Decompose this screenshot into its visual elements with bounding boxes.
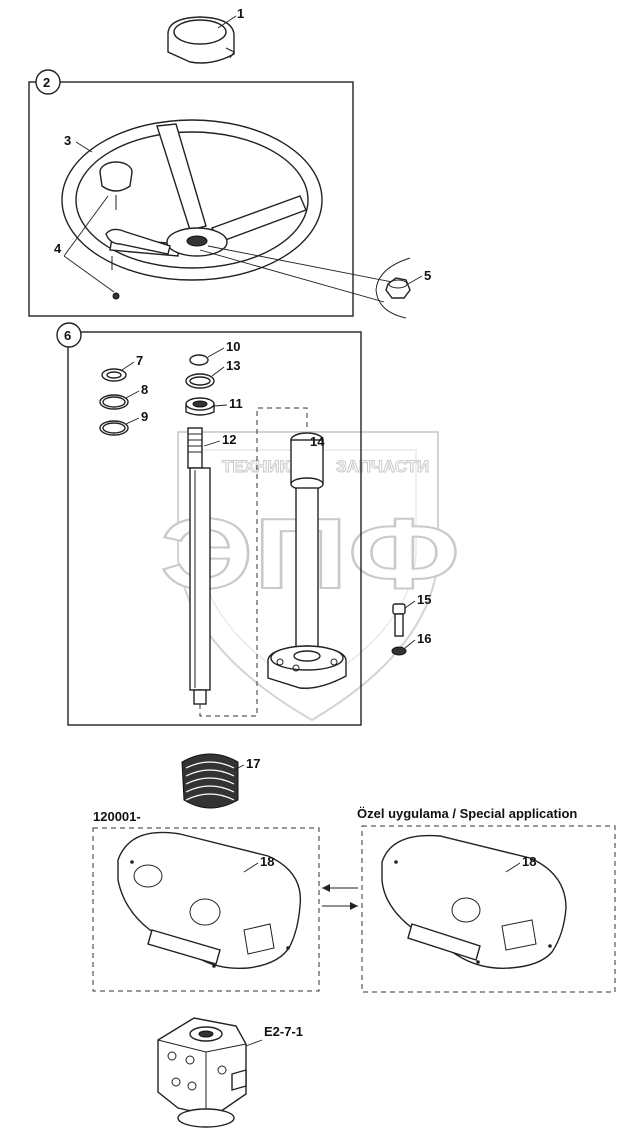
part-18-cover-right <box>381 834 567 969</box>
nut-callout-arc <box>375 257 411 319</box>
part-15-bolt <box>392 603 406 637</box>
part-18-cover-left <box>117 831 302 970</box>
assembly-guide-line <box>199 407 308 717</box>
label-7: 7 <box>136 353 143 368</box>
variant-right-frame <box>361 825 616 993</box>
label-14: 14 <box>310 434 325 449</box>
label-12: 12 <box>222 432 236 447</box>
knob-nut <box>112 292 120 300</box>
label-11: 11 <box>229 396 243 411</box>
label-4: 4 <box>54 241 62 256</box>
part-16-washer <box>391 646 407 656</box>
label-16: 16 <box>417 631 431 646</box>
group-6-number: 6 <box>64 328 71 343</box>
variant-right-header: Özel uygulama / Special application <box>357 806 577 821</box>
watermark-text-right: ЗАПЧАСТИ <box>336 457 429 476</box>
label-18-left: 18 <box>260 854 274 869</box>
part-14-column-tube <box>267 432 347 689</box>
steering-unit <box>157 1017 247 1128</box>
part-10-ring <box>189 354 209 366</box>
knob-arm <box>105 228 171 255</box>
swap-arrows-icon <box>322 884 358 910</box>
wheel-spoke-top <box>156 123 207 231</box>
label-18-right: 18 <box>522 854 536 869</box>
label-3: 3 <box>64 133 71 148</box>
column-group: 6 7 8 9 10 13 11 <box>56 322 431 726</box>
variant-left-frame <box>92 827 320 992</box>
label-10: 10 <box>226 339 240 354</box>
variant-left-header: 120001- <box>93 809 141 824</box>
group-2-number: 2 <box>43 75 50 90</box>
label-17: 17 <box>246 756 260 771</box>
group-2-badge <box>35 69 61 95</box>
label-1: 1 <box>237 6 244 21</box>
group-6-badge <box>56 322 82 348</box>
label-8: 8 <box>141 382 148 397</box>
watermark-text-left: ТЕХНИКА <box>222 457 302 476</box>
wheel-group-frame <box>28 81 354 317</box>
reference-label: E2-7-1 <box>264 1024 303 1039</box>
label-9: 9 <box>141 409 148 424</box>
label-13: 13 <box>226 358 240 373</box>
part-12-shaft <box>187 427 211 705</box>
column-group-frame <box>67 331 362 726</box>
part-1-horn-cap: 1 <box>167 6 244 64</box>
wheel-group: 2 3 4 5 <box>28 69 431 319</box>
label-15: 15 <box>417 592 431 607</box>
part-17-boot: 17 <box>181 753 260 809</box>
label-5: 5 <box>424 268 431 283</box>
